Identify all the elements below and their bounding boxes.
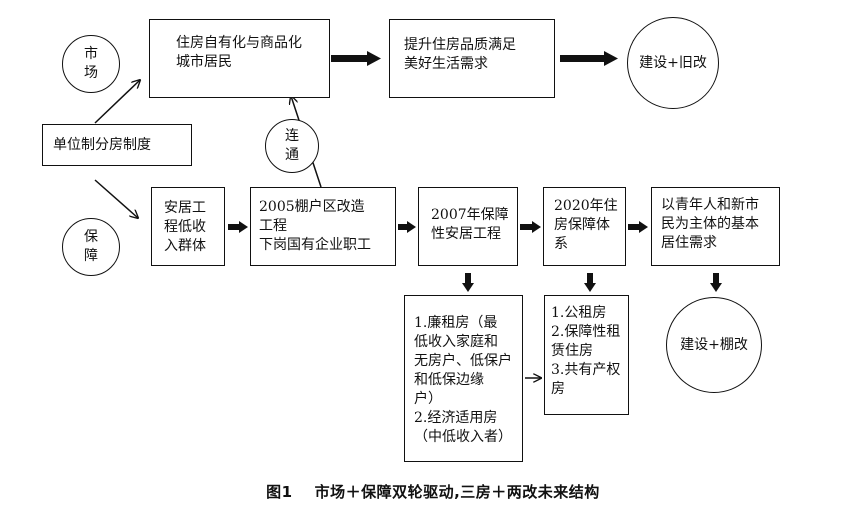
figure-number: 图1 [266,483,293,501]
low-income-box: 安居工 程低收 入群体 [151,187,225,266]
unit-housing-text: 单位制分房制度 [53,137,151,153]
arrow-low-income-to-shed [228,221,248,233]
arrow-unit-to-private [94,80,140,124]
build-shed-circle: 建设+棚改 [666,297,762,393]
private-housing-box: 住房自有化与商品化 城市居民 [149,19,330,98]
low-income-text: 安居工 程低收 入群体 [164,200,206,254]
safe-2007-text: 2007年保障 性安居工程 [431,207,509,242]
market-circle: 市 场 [62,35,120,93]
arrow-private-to-quality [331,51,381,66]
arrow-down-2020 [584,273,596,292]
list-2020-box: 1.公租房 2.保障性租 赁住房 3.共有产权 房 [544,295,629,415]
shed-2005-text: 2005棚户区改造 工程 下岗国有企业职工 [259,199,371,253]
youth-box: 以青年人和新市 民为主体的基本 居住需求 [651,187,780,266]
youth-text: 以青年人和新市 民为主体的基本 居住需求 [661,197,759,251]
quality-box: 提升住房品质满足 美好生活需求 [389,19,555,98]
arrow-2007-to-2020 [520,221,541,233]
private-housing-text: 住房自有化与商品化 城市居民 [176,35,302,70]
list-2020-text: 1.公租房 2.保障性租 赁住房 3.共有产权 房 [551,305,621,397]
arrow-down-2007 [462,273,474,292]
arrow-shed-to-2007 [398,221,416,233]
figure-title: 市场＋保障双轮驱动,三房＋两改未来结构 [314,483,600,501]
safe-2007-box: 2007年保障 性安居工程 [418,187,518,266]
connect-circle: 连 通 [265,119,319,173]
build-old-circle: 建设+旧改 [627,17,719,109]
figure-caption: 图1 市场＋保障双轮驱动,三房＋两改未来结构 [0,481,866,502]
arrow-2020-to-youth [628,221,648,233]
arrow-quality-to-build-old [560,51,618,66]
arrow-down-youth [710,273,722,292]
quality-text: 提升住房品质满足 美好生活需求 [404,37,516,72]
shed-2005-box: 2005棚户区改造 工程 下岗国有企业职工 [250,187,396,266]
guarantee-circle: 保 障 [62,218,120,276]
system-2020-box: 2020年住 房保障体 系 [543,187,626,266]
unit-housing-box: 单位制分房制度 [42,124,192,166]
list-2007-box: 1.廉租房（最 低收入家庭和 无房户、低保户 和低保边缘 户） 2.经济适用房 … [404,295,523,462]
arrow-unit-to-low-income [94,179,138,218]
list-2007-text: 1.廉租房（最 低收入家庭和 无房户、低保户 和低保边缘 户） 2.经济适用房 … [414,315,512,445]
system-2020-text: 2020年住 房保障体 系 [554,198,618,252]
